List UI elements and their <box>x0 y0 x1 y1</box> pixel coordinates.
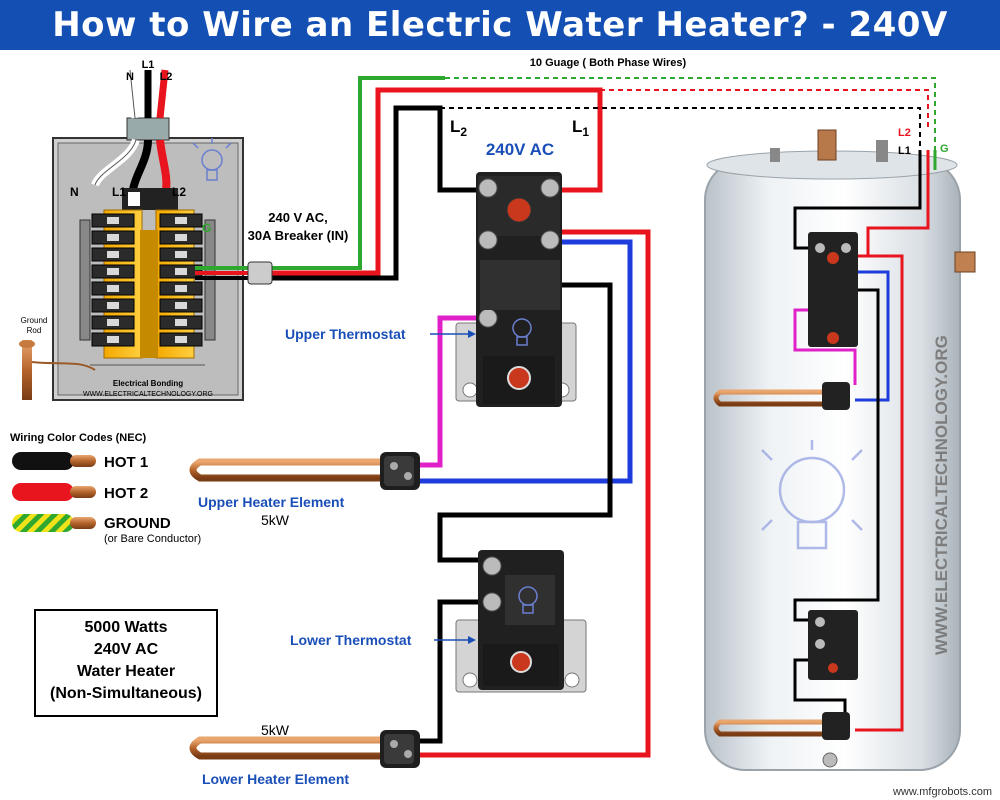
breaker-switch <box>175 217 187 224</box>
supply-l2-label: L2 <box>160 71 173 83</box>
spec-line2: 240V AC <box>93 641 159 658</box>
hot2-wire-dashed <box>600 89 929 130</box>
bulb-icon <box>518 586 538 614</box>
breaker-label-line1: 240 V AC, <box>268 210 328 225</box>
wire-gauge-note: 10 Guage ( Both Phase Wires) <box>530 57 687 69</box>
lower-heater-element <box>189 730 420 768</box>
blue-wire <box>420 239 633 484</box>
legend-ground-note: (or Bare Conductor) <box>104 533 201 545</box>
upper-element-label: Upper Heater Element <box>198 494 345 510</box>
panel-g-label: G <box>202 221 211 235</box>
legend-title: Wiring Color Codes (NEC) <box>10 432 147 444</box>
panel-n-label: N <box>70 185 79 199</box>
breaker-switch <box>107 268 119 275</box>
page-title: How to Wire an Electric Water Heater? - … <box>52 5 948 45</box>
breaker-switch <box>175 319 187 326</box>
breaker-switch <box>107 251 119 258</box>
supply-l1-label: L1 <box>142 59 155 71</box>
ground-wire <box>270 76 445 270</box>
lower-element-kw: 5kW <box>261 722 290 738</box>
supply-n-label: N <box>126 71 134 83</box>
hot1-wire-lower <box>437 282 613 563</box>
breaker-switch <box>175 234 187 241</box>
circuit-voltage-label: 240V AC <box>486 140 554 159</box>
lower-thermostat-label: Lower Thermostat <box>290 632 412 648</box>
panel-l1-label: L1 <box>112 185 126 199</box>
legend-hot2: HOT 2 <box>104 485 148 502</box>
spec-line1: 5000 Watts <box>84 619 168 636</box>
breaker-switch <box>175 251 187 258</box>
bulb-icon <box>192 138 232 181</box>
title-bar <box>0 0 1000 50</box>
upper-heater-element <box>189 452 420 490</box>
ground-rod-label-line1: Ground <box>21 316 48 325</box>
bulb-icon <box>512 318 532 346</box>
hot2-wire-lower <box>420 229 651 758</box>
tank-g-label: G <box>940 143 949 155</box>
breaker-switch <box>175 268 187 275</box>
legend-wires <box>12 452 96 532</box>
ground-rod-label-line2: Rod <box>27 326 42 335</box>
upper-thermostat-device <box>455 172 577 407</box>
breaker-switch <box>107 336 119 343</box>
tank-l2-label: L2 <box>898 127 911 139</box>
upper-thermostat-label: Upper Thermostat <box>285 326 406 342</box>
lower-element-label: Lower Heater Element <box>202 771 349 787</box>
tank-watermark: WWW.ELECTRICALTECHNOLOGY.ORG <box>932 335 951 655</box>
panel-site-label: WWW.ELECTRICALTECHNOLOGY.ORG <box>83 391 213 398</box>
breaker-switch <box>175 285 187 292</box>
breaker-switch <box>175 336 187 343</box>
breaker-switch <box>107 234 119 241</box>
panel-l2-label: L2 <box>172 185 186 199</box>
spec-line4: (Non-Simultaneous) <box>50 685 202 702</box>
hot1-wire-dashed <box>440 107 921 150</box>
bulb-icon <box>761 440 863 550</box>
footer-site: www.mfgrobots.com <box>892 786 992 798</box>
breaker-switch <box>175 302 187 309</box>
hot1-wire-lower2 <box>420 599 478 744</box>
legend-ground: GROUND <box>104 515 171 532</box>
circuit-l1-label: L1 <box>572 117 589 139</box>
spec-line3: Water Heater <box>76 663 176 680</box>
breaker-panel <box>19 69 273 401</box>
lower-thermostat-device <box>455 550 587 693</box>
legend-hot1: HOT 1 <box>104 454 148 471</box>
breaker-switch <box>107 285 119 292</box>
spec-box: 5000 Watts 240V AC Water Heater (Non-Sim… <box>34 609 218 717</box>
wire-network <box>270 76 936 758</box>
tank-l1-label: L1 <box>898 145 911 157</box>
water-heater-tank <box>704 129 976 771</box>
hot2-wire-supply <box>270 87 603 276</box>
magenta-wire <box>420 315 478 468</box>
breaker-switch <box>107 319 119 326</box>
breaker-switch <box>107 217 119 224</box>
breaker-switch <box>107 302 119 309</box>
breaker-rows <box>91 213 203 347</box>
breaker-label-line2: 30A Breaker (IN) <box>248 228 349 243</box>
circuit-l2-label: L2 <box>450 117 467 139</box>
panel-bonding-label: Electrical Bonding <box>113 379 183 388</box>
ground-rod <box>19 340 96 400</box>
upper-element-kw: 5kW <box>261 512 290 528</box>
hot1-wire-supply <box>270 105 478 281</box>
ground-wire-dashed <box>445 77 936 150</box>
